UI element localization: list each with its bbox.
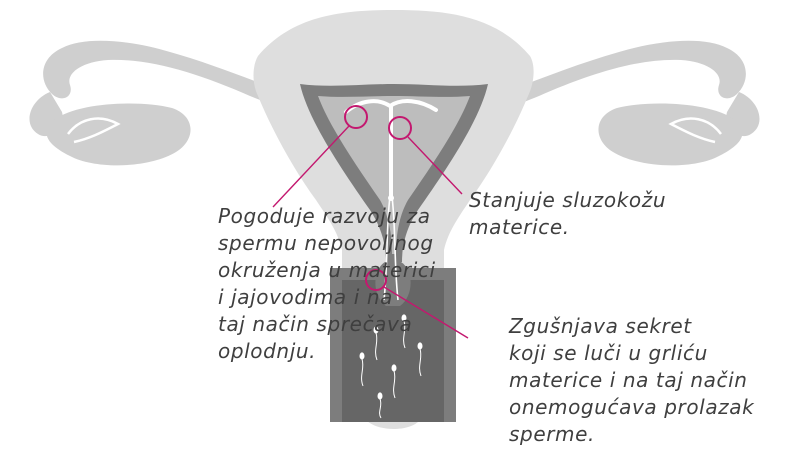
left-ovary [47,104,191,166]
right-ovary [598,104,742,166]
annotation-bottom-right: Zgušnjava sekret koji se luči u grliću m… [509,313,754,448]
iud-tip [388,195,394,201]
annotation-top-right: Stanjuje sluzokožu materice. [469,187,666,241]
annotation-left: Pogoduje razvoju za spermu nepovoljnog o… [218,203,436,365]
